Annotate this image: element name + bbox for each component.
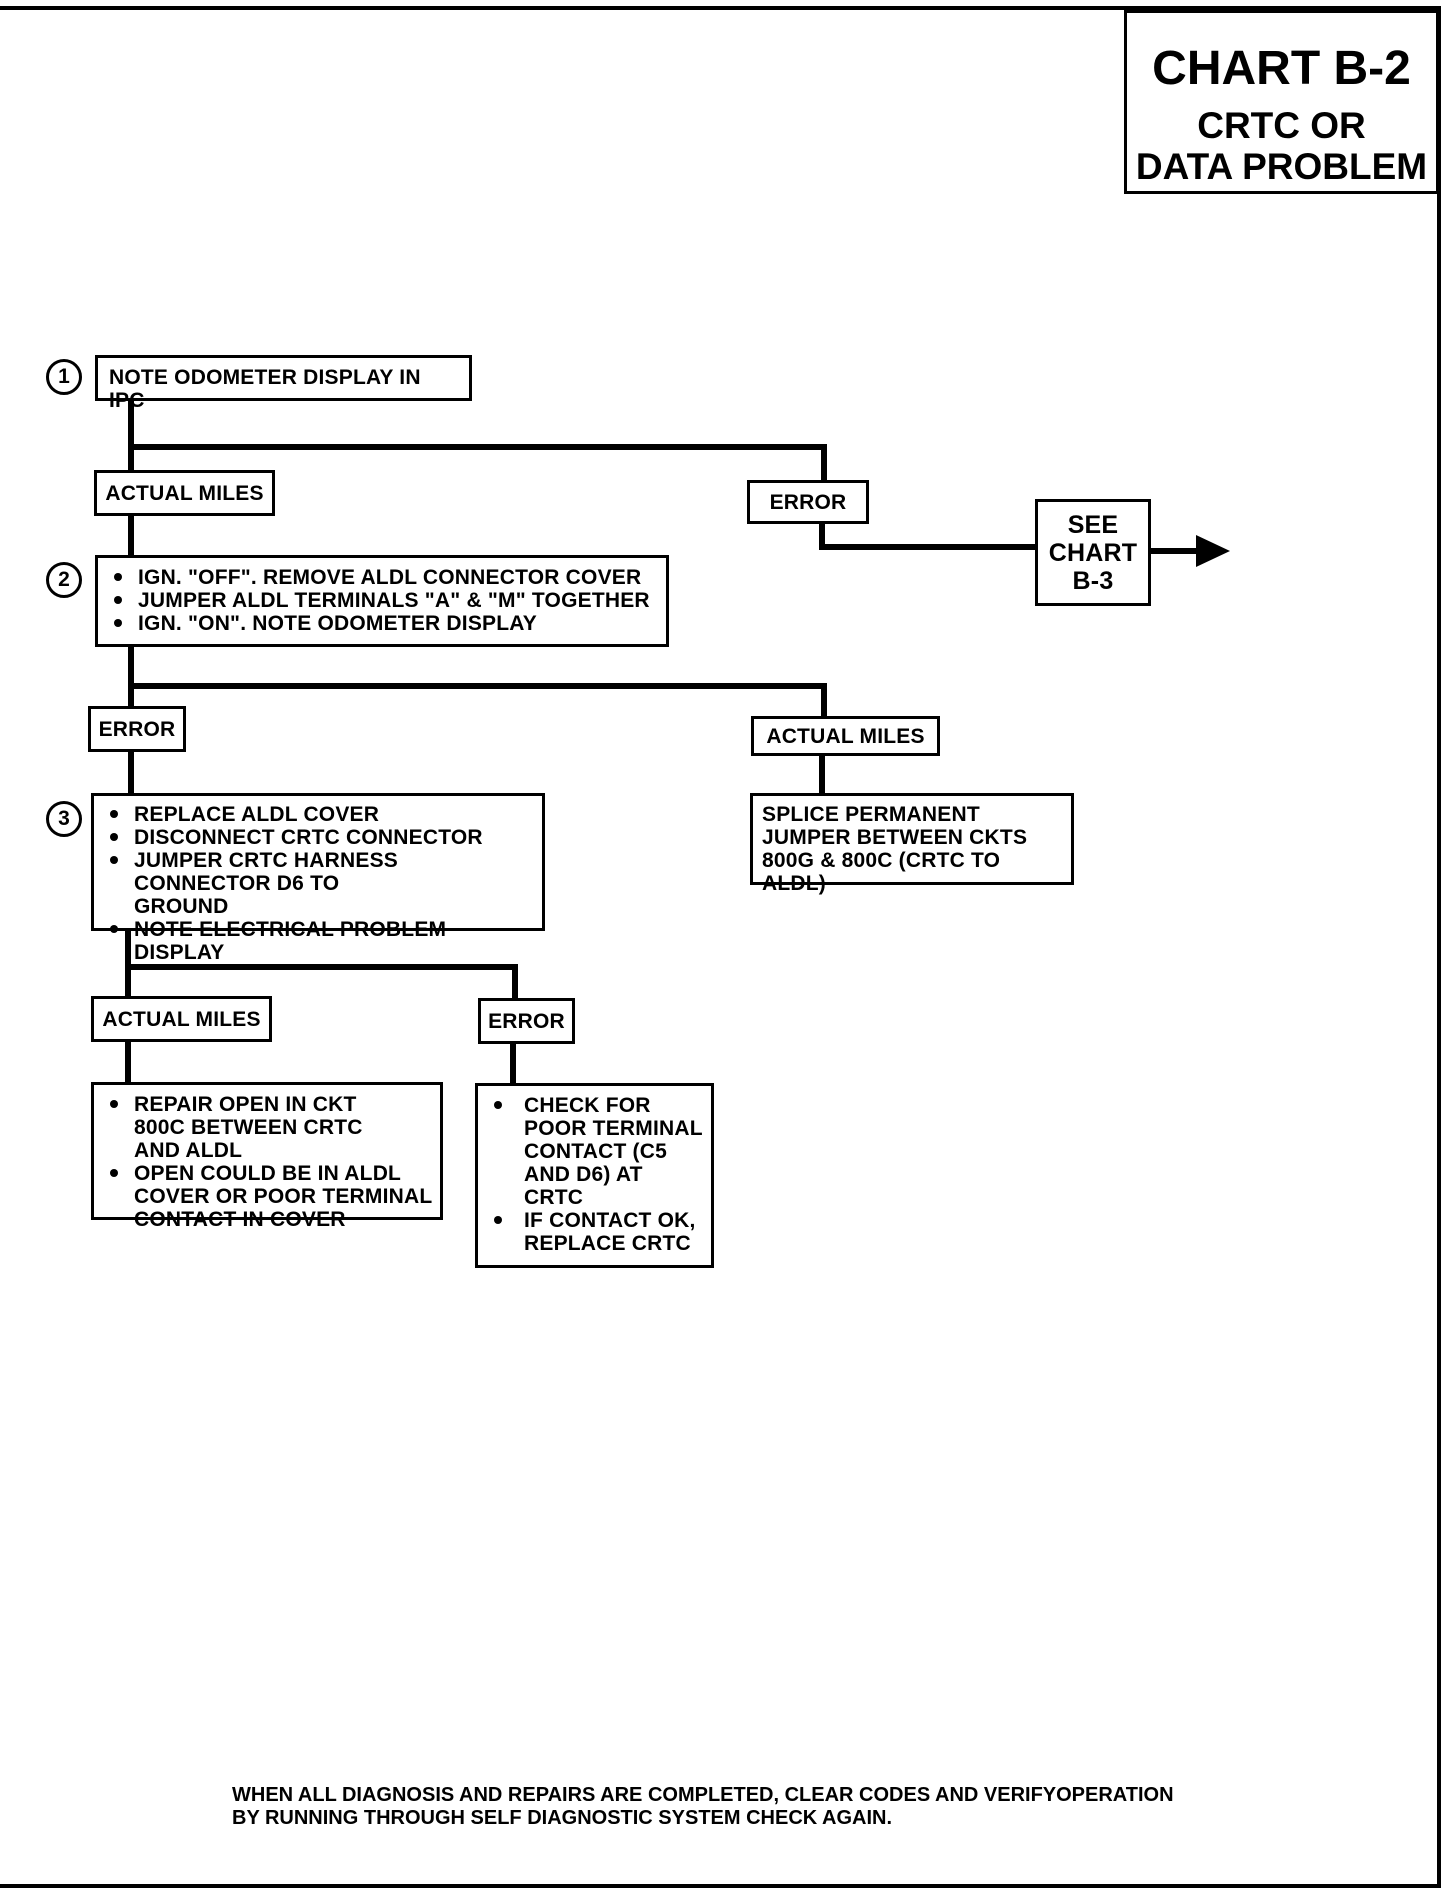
s3-error-label: ERROR (478, 998, 575, 1044)
step3-box: REPLACE ALDL COVER DISCONNECT CRTC CONNE… (91, 793, 545, 964)
step3-bullet: NOTE ELECTRICAL PROBLEM DISPLAY (100, 918, 536, 964)
connector-step1-error (128, 444, 827, 488)
s3-error-result-list: CHECK FOR POOR TERMINAL CONTACT (C5 AND … (484, 1094, 705, 1255)
s3-error-result-box: CHECK FOR POOR TERMINAL CONTACT (C5 AND … (475, 1083, 714, 1268)
step1-box: NOTE ODOMETER DISPLAY IN IPC (95, 355, 472, 412)
footer-note: WHEN ALL DIAGNOSIS AND REPAIRS ARE COMPL… (232, 1784, 1312, 1830)
s3-error-result-bullet: IF CONTACT OK, REPLACE CRTC (484, 1209, 705, 1255)
step2-box: IGN. "OFF". REMOVE ALDL CONNECTOR COVER … (95, 555, 669, 647)
s3-error-result-bullet: CHECK FOR POOR TERMINAL CONTACT (C5 AND … (484, 1094, 705, 1209)
see-chart-line2: CHART (1048, 539, 1138, 567)
s3-actual-result-bullet: OPEN COULD BE IN ALDL COVER OR POOR TERM… (100, 1162, 434, 1231)
s2-actual-miles-label: ACTUAL MILES (751, 716, 940, 756)
step3-bullet-list: REPLACE ALDL COVER DISCONNECT CRTC CONNE… (100, 803, 536, 964)
s2-actual-result-box: SPLICE PERMANENT JUMPER BETWEEN CKTS 800… (750, 793, 1074, 895)
s3-actual-miles-text: ACTUAL MILES (102, 1007, 261, 1031)
connector-error-to-chart (819, 519, 1040, 550)
see-chart-line3: B-3 (1072, 567, 1114, 595)
step3-bullet: DISCONNECT CRTC CONNECTOR (100, 826, 536, 849)
see-chart-b3-box: SEE CHART B-3 (1035, 499, 1151, 606)
s3-actual-result-bullet: REPAIR OPEN IN CKT 800C BETWEEN CRTC AND… (100, 1093, 394, 1162)
s2-error-label: ERROR (88, 706, 186, 752)
step2-bullet: JUMPER ALDL TERMINALS "A" & "M" TOGETHER (104, 589, 660, 612)
step-marker-3: 3 (46, 801, 82, 837)
step2-bullet: IGN. "OFF". REMOVE ALDL CONNECTOR COVER (104, 566, 660, 589)
step3-bullet: JUMPER CRTC HARNESS CONNECTOR D6 TO GROU… (100, 849, 424, 918)
connector-step2-actual (128, 683, 827, 725)
chart-title-line1: CRTC OR (1197, 105, 1366, 146)
chart-id: CHART B-2 (1152, 42, 1411, 95)
s2-actual-miles-text: ACTUAL MILES (766, 724, 925, 748)
s1-error-label: ERROR (747, 480, 869, 524)
step3-bullet: REPLACE ALDL COVER (100, 803, 536, 826)
s1-error-text: ERROR (769, 490, 847, 514)
step2-bullet: IGN. "ON". NOTE ODOMETER DISPLAY (104, 612, 660, 635)
step1-text: NOTE ODOMETER DISPLAY IN IPC (109, 366, 421, 412)
s2-actual-result-text: SPLICE PERMANENT JUMPER BETWEEN CKTS 800… (762, 803, 1028, 895)
step-marker-2: 2 (46, 562, 82, 598)
s3-actual-result-list: REPAIR OPEN IN CKT 800C BETWEEN CRTC AND… (100, 1093, 434, 1231)
chart-arrow-head (1196, 535, 1230, 567)
s3-actual-result-box: REPAIR OPEN IN CKT 800C BETWEEN CRTC AND… (91, 1082, 443, 1231)
see-chart-line1: SEE (1067, 511, 1119, 539)
chart-title-line2: DATA PROBLEM (1135, 146, 1428, 187)
footer-line1: WHEN ALL DIAGNOSIS AND REPAIRS ARE COMPL… (232, 1784, 1174, 1806)
page-frame (0, 6, 1441, 1888)
chart-title-block: CHART B-2 CRTC OR DATA PROBLEM (1124, 10, 1439, 194)
s3-actual-miles-label: ACTUAL MILES (91, 996, 272, 1042)
s3-error-text: ERROR (488, 1009, 565, 1033)
step-marker-1: 1 (46, 359, 82, 395)
footer-line2: BY RUNNING THROUGH SELF DIAGNOSTIC SYSTE… (232, 1807, 893, 1829)
s1-actual-miles-text: ACTUAL MILES (105, 481, 264, 505)
connector-step3-error (125, 964, 518, 1003)
s2-error-text: ERROR (98, 717, 176, 741)
step2-bullet-list: IGN. "OFF". REMOVE ALDL CONNECTOR COVER … (104, 566, 660, 635)
s1-actual-miles-label: ACTUAL MILES (94, 470, 275, 516)
